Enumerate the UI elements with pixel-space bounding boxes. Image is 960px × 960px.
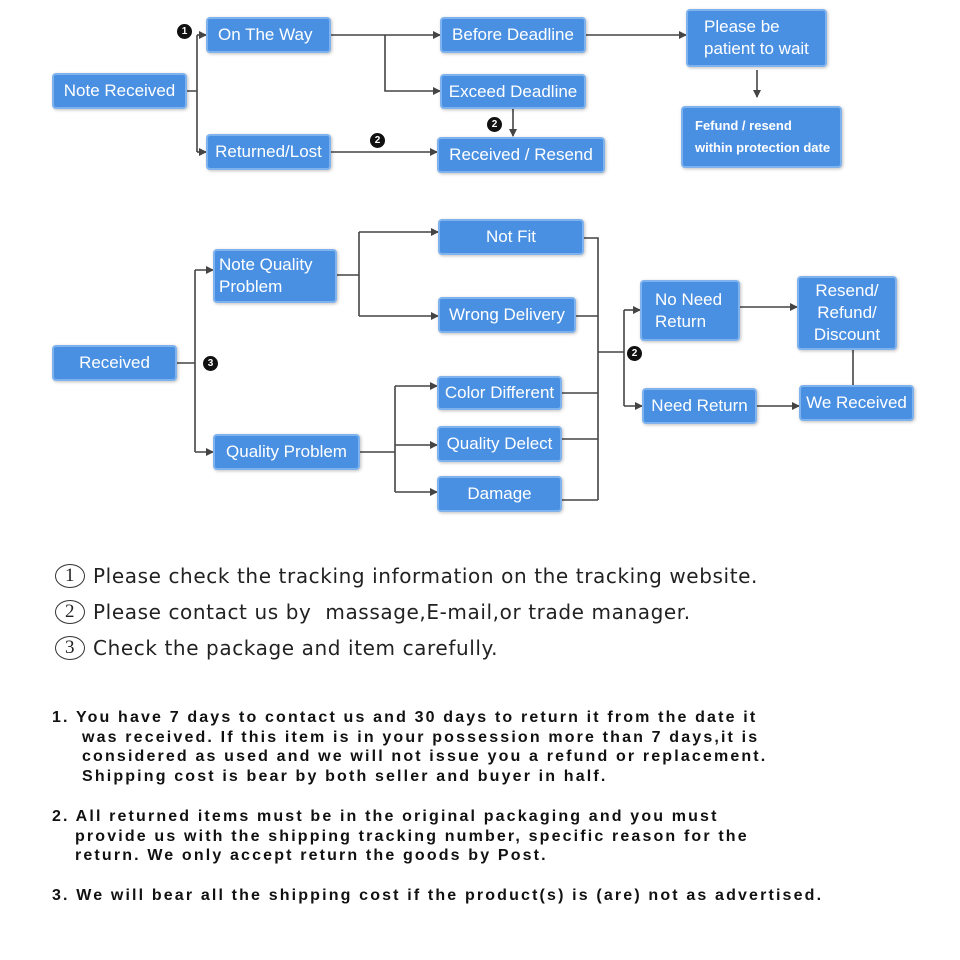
node-label-line-3: Discount xyxy=(813,325,881,344)
node-label: Before Deadline xyxy=(452,25,574,44)
note-item: 2 Please contact us by massage,E-mail,or … xyxy=(55,594,935,630)
note-item: 3 Check the package and item carefully. xyxy=(55,630,935,666)
note-number-badge: 1 xyxy=(55,564,85,588)
node-label-line-1: No Need xyxy=(655,289,723,309)
policy-2-line-1: 2. All returned items must be in the ori… xyxy=(52,807,719,825)
step-notes: 1 Please check the tracking information o… xyxy=(55,558,935,666)
return-policy-text: 1. You have 7 days to contact us and 30 … xyxy=(52,708,942,906)
node-refund-resend: Fefund / resend within protection date xyxy=(681,106,842,168)
node-label: Quality Problem xyxy=(226,442,347,461)
node-label: On The Way xyxy=(218,25,313,44)
node-received: Received xyxy=(52,345,177,381)
note-text: Check the package and item carefully. xyxy=(93,636,499,660)
node-label-line-2: Problem xyxy=(219,277,283,296)
node-resend-refund-discount: Resend/Refund/Discount xyxy=(797,276,897,350)
node-label: Not Fit xyxy=(485,227,537,246)
connector-quality-problem-split xyxy=(360,386,396,492)
node-label-line-1: Note Quality xyxy=(219,255,313,274)
node-label: Returned/Lost xyxy=(215,142,322,161)
step-marker-2c: 2 xyxy=(627,346,642,361)
node-label: Damage xyxy=(467,484,532,503)
node-note-received: Note Received xyxy=(52,73,187,109)
connector-collect-right xyxy=(562,237,624,501)
note-text: Please contact us by massage,E-mail,or t… xyxy=(93,600,691,624)
policy-2-line-3: return. We only accept return the goods … xyxy=(75,847,548,865)
flowchart-connectors xyxy=(177,31,854,501)
node-label: Received xyxy=(79,353,150,372)
node-label: Need Return xyxy=(651,396,748,415)
node-quality-problem: Quality Problem xyxy=(213,434,360,470)
step-marker-3: 3 xyxy=(203,356,218,371)
step-marker-2a: 2 xyxy=(370,133,385,148)
connector-received-split xyxy=(177,270,196,452)
node-label: Exceed Deadline xyxy=(448,81,578,101)
node-received-resend: Received / Resend xyxy=(437,137,605,173)
node-label-line-1: Please be xyxy=(704,17,780,36)
policy-1-line-4: Shipping cost is bear by both seller and… xyxy=(82,768,608,786)
node-returned-lost: Returned/Lost xyxy=(206,134,331,170)
node-exceed-deadline: Exceed Deadline xyxy=(440,74,586,109)
node-label-line-1: Fefund / resend xyxy=(695,118,792,133)
node-we-received: We Received xyxy=(799,385,914,421)
node-on-the-way: On The Way xyxy=(206,17,331,53)
policy-3-line-1: 3. We will bear all the shipping cost if… xyxy=(52,886,824,904)
node-please-be-patient: Please be patient to wait xyxy=(686,9,827,67)
step-marker-1: 1 xyxy=(177,24,192,39)
policy-2-line-2: provide us with the shipping tracking nu… xyxy=(75,827,749,845)
step-marker-2b: 2 xyxy=(487,117,502,132)
connector-note-received-split xyxy=(187,35,198,152)
node-label-line-2: patient to wait xyxy=(704,39,809,58)
node-not-fit: Not Fit xyxy=(438,219,584,255)
connector-note-quality-split xyxy=(337,232,360,316)
node-before-deadline: Before Deadline xyxy=(440,17,586,53)
node-label: Note Received xyxy=(63,81,176,100)
note-text: Please check the tracking information on… xyxy=(93,564,758,588)
node-label: Wrong Delivery xyxy=(449,305,565,324)
node-wrong-delivery: Wrong Delivery xyxy=(438,297,576,333)
arrow-to-exceed-deadline xyxy=(384,35,441,95)
node-color-different: Color Different xyxy=(437,376,562,410)
node-label-line-2: within protection date xyxy=(695,140,831,155)
note-number-badge: 3 xyxy=(55,636,85,660)
node-label-line-2: Refund/ xyxy=(817,303,877,322)
return-policy-flowchart: 1 2 2 3 2 Note Received On The Way Retur… xyxy=(52,9,914,512)
node-label-line-2: Return xyxy=(655,311,707,331)
node-label: Received / Resend xyxy=(449,145,593,164)
note-number-badge: 2 xyxy=(55,600,85,624)
node-label: Quality Delect xyxy=(446,434,553,453)
policy-1-line-3: considered as used and we will not issue… xyxy=(82,748,768,766)
node-label: Color Different xyxy=(444,383,555,402)
node-quality-delect: Quality Delect xyxy=(437,426,562,462)
policy-1-line-1: 1. You have 7 days to contact us and 30 … xyxy=(52,709,758,726)
node-damage: Damage xyxy=(437,476,562,512)
policy-1-line-2: was received. If this item is in your po… xyxy=(82,728,760,746)
node-need-return: Need Return xyxy=(642,388,757,424)
node-label: We Received xyxy=(806,393,907,412)
note-item: 1 Please check the tracking information o… xyxy=(55,558,935,594)
node-label-line-1: Resend/ xyxy=(815,281,879,300)
